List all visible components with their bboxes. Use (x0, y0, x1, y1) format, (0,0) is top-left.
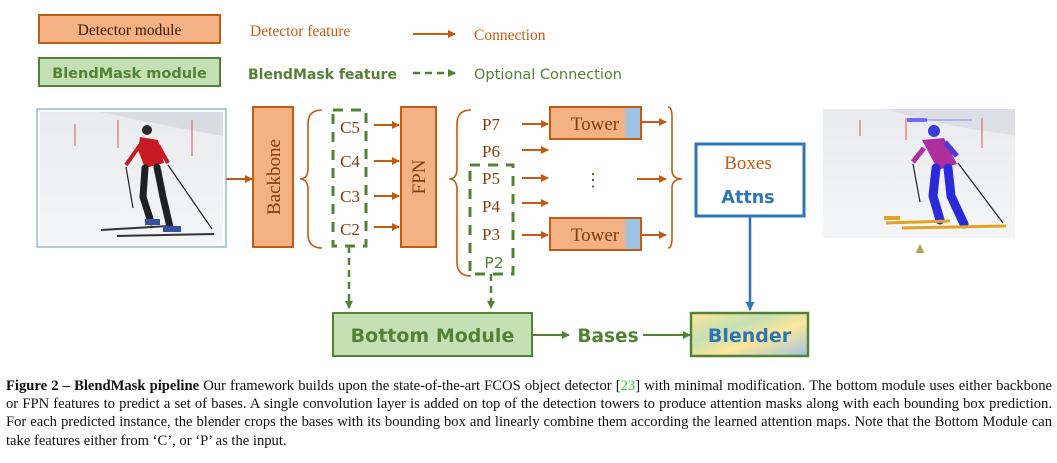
legend-blendmask-module-label: BlendMask module (52, 66, 207, 82)
fpn-block[interactable]: FPN (400, 106, 437, 248)
tower-block-top[interactable]: Tower (549, 106, 642, 140)
p-to-tower-arrows (522, 120, 549, 239)
caption-text-part2: ] with minimal modification. The bottom … (6, 378, 1052, 449)
legend-connection-label: Connection (474, 27, 546, 44)
ellipsis-icon: ⋮ (584, 170, 602, 190)
legend-detector-module-swatch (38, 14, 221, 44)
citation-link[interactable]: 23 (620, 378, 636, 394)
tower-label: Tower (571, 225, 620, 246)
caption-text-part1: Our framework builds upon the state-of-t… (199, 378, 621, 394)
tower-block-bottom[interactable]: Tower (549, 217, 642, 251)
legend-blendmask-module-swatch (38, 57, 221, 87)
tower-output-arrows (637, 118, 667, 239)
c-features-brace (299, 109, 323, 249)
c-feature-c2: C2 (340, 220, 360, 239)
c-features-optional-box (331, 108, 368, 248)
blender-label: Blender (708, 325, 792, 347)
legend-detector-module-label: Detector module (78, 22, 182, 39)
fpn-label: FPN (409, 159, 430, 194)
p-feature-p7: P7 (482, 115, 500, 134)
p-features-optional-box (468, 163, 515, 276)
p-feature-p4: P4 (482, 197, 500, 216)
p-feature-p6: P6 (482, 142, 500, 161)
blendmask-pipeline-diagram: Detector module Detector feature Connect… (36, 14, 1015, 358)
p-feature-p2: P2 (484, 254, 503, 272)
figure-caption: Figure 2 – BlendMask pipeline Our framew… (6, 377, 1052, 450)
c-to-fpn-arrows (374, 121, 400, 231)
p-feature-p3: P3 (482, 225, 500, 244)
legend-detector-feature-label: Detector feature (250, 23, 350, 40)
c-feature-c5: C5 (340, 118, 360, 137)
skier-figure (100, 125, 215, 237)
backbone-block[interactable]: Backbone (252, 106, 294, 248)
c-feature-c3: C3 (340, 187, 360, 206)
legend: Detector module Detector feature Connect… (38, 14, 622, 87)
bottom-module-block[interactable]: Bottom Module (332, 312, 533, 357)
attns-label: Attns (721, 188, 774, 208)
p-features-brace (448, 109, 472, 277)
backbone-label: Backbone (264, 139, 285, 215)
boxes-label: Boxes (724, 153, 772, 174)
bases-label: Bases (577, 326, 638, 347)
caption-label: Figure 2 – BlendMask pipeline (6, 378, 200, 394)
legend-blendmask-feature-label: BlendMask feature (248, 67, 397, 83)
segmented-skier-figure (884, 125, 1007, 230)
tower-label: Tower (571, 114, 620, 135)
output-image (823, 109, 1015, 238)
boxes-attns-block[interactable]: Boxes Attns (694, 142, 806, 218)
input-image (36, 108, 227, 248)
c-feature-c4: C4 (340, 152, 360, 171)
legend-optional-connection-label: Optional Connection (474, 67, 622, 83)
bottom-module-label: Bottom Module (351, 325, 515, 347)
p-feature-p5: P5 (482, 169, 500, 188)
blender-block[interactable]: Blender (689, 311, 810, 358)
tower-outputs-brace (667, 106, 683, 249)
